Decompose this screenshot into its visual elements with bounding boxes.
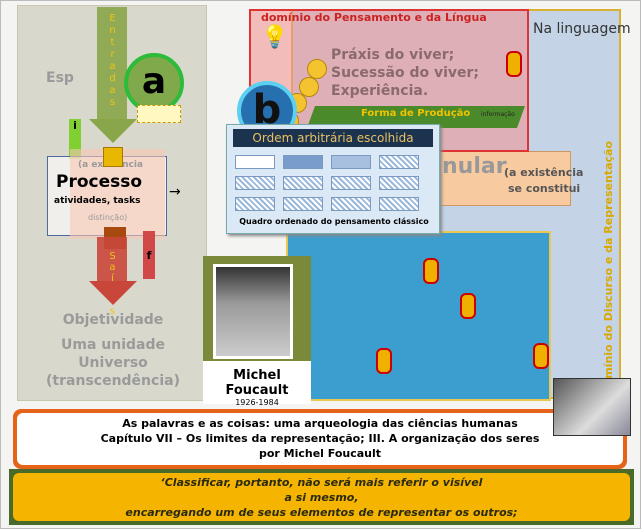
process-title: Processo [56,172,143,192]
quote-box: ‘Classificar, portanto, não será mais re… [9,469,634,525]
quote-line: encarregando um de seus elementos de rep… [125,506,518,519]
discourse-domain-label: Domínio do Discurso e da Representação [602,141,615,396]
experience-line: Experiência. [331,83,429,99]
information-label: informação [481,111,515,118]
quote-line: a si mesmo, [284,491,359,504]
table-cell [283,155,323,169]
portrait-image [213,264,293,359]
table-card-title: Ordem arbitrária escolhida [233,129,433,147]
book-title-inner: As palavras e as coisas: uma arqueologia… [17,413,623,465]
table-cell [235,197,275,211]
book-title: As palavras e as coisas: uma arqueologia… [122,417,518,430]
webcam-video [553,378,631,436]
book-title-box: As palavras e as coisas: uma arqueologia… [13,409,627,469]
inputs-label: Entradas [107,13,118,109]
author-line: por Michel Foucault [258,447,382,460]
existence-label: (a existência [504,166,584,179]
table-cell [331,176,371,190]
process-box: (a existência Processo atividades, tasks… [47,149,167,239]
universe-label: Universo [78,355,148,371]
person-icon [376,348,392,374]
unity-label: Uma unidade [61,337,165,353]
production-label: Forma de Produção [361,108,471,119]
outputs-arrowhead [89,281,137,305]
outputs-arrow: Saídas [97,237,127,317]
portrait-caption: Michel Foucault 1926-1984 [203,361,311,407]
table-cell [331,197,371,211]
inputs-arrow: Entradas [97,7,127,127]
praxis-line: Práxis do viver; [331,47,455,63]
succession-line: Sucessão do viver; [331,65,480,81]
table-cell [379,197,419,211]
table-cell [235,155,275,169]
constitutes-label: se constitui [508,182,581,195]
portrait-name: Michel Foucault [225,368,289,398]
smiley-icon [299,77,319,97]
na-linguagem-label: Na linguagem [533,21,631,37]
objectivity-label: Objetividade [62,312,164,328]
person-icon [506,51,522,77]
thought-domain-label: domínio do Pensamento e da Língua [261,11,487,24]
unity-labels: Uma unidade Universo (transcendência) [18,336,208,390]
quote-line: ‘Classificar, portanto, não será mais re… [160,476,483,489]
table-cell [235,176,275,190]
input-cube-icon [103,147,123,167]
person-icon [423,258,439,284]
smiley-icon [307,59,327,79]
table-cell [283,197,323,211]
inputs-arrowhead [89,119,137,143]
portrait-years: 1926-1984 [235,398,279,407]
singular-label: nular [442,154,507,179]
table-card-caption: Quadro ordenado do pensamento clássico [239,217,429,226]
org-chart-area [286,231,551,401]
table-cell [331,155,371,169]
table-cell [283,176,323,190]
process-subtitle: atividades, tasks [54,196,141,206]
person-icon [460,293,476,319]
chapter-title: Capítulo VII – Os limites da representaç… [100,432,540,445]
table-cell [379,176,419,190]
esp-label: Esp [46,70,74,86]
classical-table-card: Ordem arbitrária escolhida Quadro ordena… [226,124,440,234]
quote-inner: ‘Classificar, portanto, não será mais re… [13,473,630,521]
speech-bubble [137,105,181,123]
table-cell [379,155,419,169]
f-marker: f [143,231,155,279]
person-icon [533,343,549,369]
distinction-note: distinção) [88,213,128,222]
praxis-text: Práxis do viver; Sucessão do viver; Expe… [331,46,479,100]
marker-a: a [124,53,184,113]
thought-language-domain: domínio do Pensamento e da Língua 💡 Práx… [249,9,529,152]
lightbulb-icon: 💡 [261,25,289,50]
output-arrow-icon: → [169,184,181,200]
transcendence-label: (transcendência) [46,373,180,389]
foucault-portrait: Michel Foucault 1926-1984 [203,256,311,407]
